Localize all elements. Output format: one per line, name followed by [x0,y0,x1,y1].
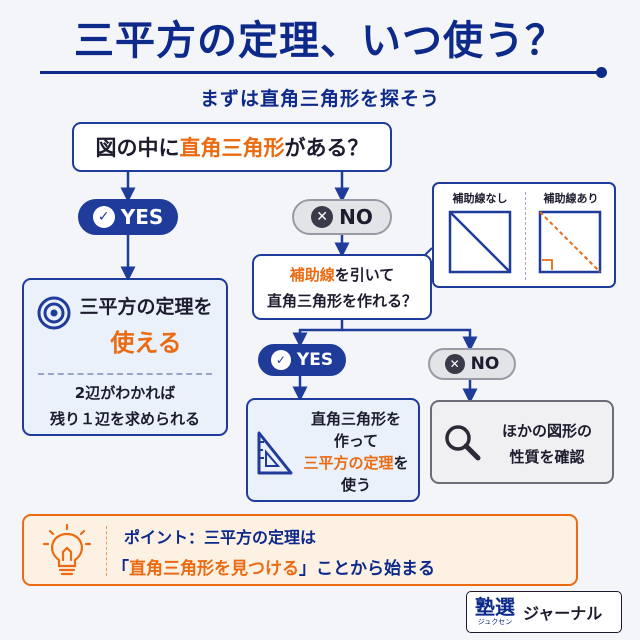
dashed-separator [38,373,212,375]
magnifier-icon [445,425,481,461]
result-right-line2: 性質を確認 [509,448,585,466]
question-1-highlight: 直角三角形 [179,136,285,160]
point-bracket-close: 」ことから始まる [299,559,435,579]
no-pill-2: ✕ NO [428,348,516,380]
brand-logo: 塾選 ジュクセン ジャーナル [466,591,622,633]
square-no-line-figure [448,210,512,274]
question-2-highlight: 補助線 [289,266,335,284]
logo-main: 塾選 [475,595,515,619]
title-underline-dot [596,67,607,78]
result-mid-line3-suffix: を [393,454,409,472]
point-divider [106,526,107,576]
yes-label: YES [120,205,164,229]
x-icon: ✕ [444,354,465,374]
question-2-line2: 直角三角形を作れる？ [266,292,417,310]
result-mid-line2: 作って [333,432,379,450]
lightbulb-icon [42,524,92,576]
callout-label-with: 補助線あり [543,192,599,205]
no-pill-1: ✕ NO [292,199,392,235]
no-label: NO [470,354,500,374]
check-icon: ✓ [92,206,115,228]
result-left-line1: 三平方の定理を [79,296,213,318]
result-can-use-box: 三平方の定理を 使える 2辺がわかれば 残り１辺を求められる [22,278,228,436]
yes-pill-2: ✓ YES [258,344,346,376]
x-icon: ✕ [311,206,334,228]
result-make-triangle-box: 直角三角形を 作って 三平方の定理を 使う [246,398,420,502]
no-label: NO [339,205,373,229]
page-subtitle: まずは直角三角形を探そう [199,88,440,110]
point-box: ポイント：三平方の定理は 「直角三角形を見つける」ことから始まる [22,514,578,586]
square-with-line-figure [538,210,602,274]
arrow-q2-no [342,328,478,352]
question-1-suffix: がある？ [284,136,369,160]
question-1-box: 図の中に 直角三角形 がある？ [72,122,392,172]
page-title: 三平方の定理、いつ使う？ [74,18,566,64]
question-1-prefix: 図の中に [95,136,180,160]
auxiliary-line-callout: 補助線なし 補助線あり [432,182,616,288]
point-bracket-open: 「 [112,559,129,579]
title-underline [40,71,602,74]
logo-suffix: ジャーナル [523,604,603,623]
callout-label-without: 補助線なし [452,192,508,205]
result-left-line2: 使える [110,329,182,357]
yes-label: YES [296,350,334,370]
check-icon: ✓ [270,350,291,370]
question-2-line1-rest: を引いて [334,266,395,284]
result-left-detail1: 2辺がわかれば [74,384,176,402]
point-line1: ポイント：三平方の定理は [124,528,317,547]
point-highlight: 直角三角形を見つける [129,559,299,579]
result-left-detail2: 残り１辺を求められる [49,410,200,428]
result-check-other-box: ほかの図形の 性質を確認 [430,400,614,484]
result-mid-line4: 使う [340,476,371,494]
result-mid-line3: 三平方の定理 [303,454,394,472]
result-right-line1: ほかの図形の [501,422,592,440]
set-square-icon [257,431,293,475]
callout-divider [525,192,526,280]
logo-ruby: ジュクセン [477,618,513,626]
target-icon [37,296,71,330]
yes-pill-1: ✓ YES [78,199,178,235]
question-2-box: 補助線を引いて 直角三角形を作れる？ [252,254,432,320]
arrow-q2-yes [292,320,344,348]
result-mid-line1: 直角三角形を [310,410,401,428]
